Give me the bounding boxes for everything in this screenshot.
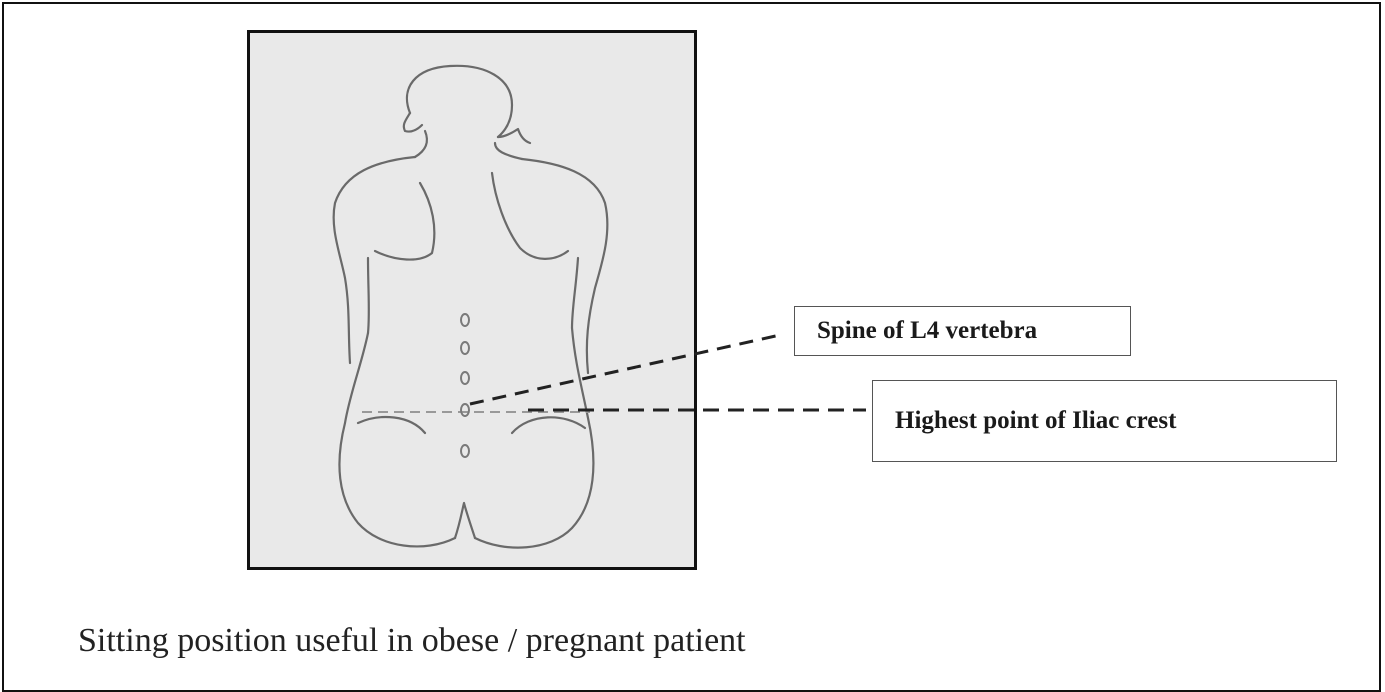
gluteal-cleft bbox=[455, 503, 475, 538]
head-outline bbox=[407, 66, 512, 137]
right-arm-inner bbox=[572, 258, 578, 328]
figure-caption: Sitting position useful in obese / pregn… bbox=[78, 622, 746, 660]
iliac-crest-label: Highest point of Iliac crest bbox=[872, 380, 1337, 462]
l4-spine-label: Spine of L4 vertebra bbox=[794, 306, 1131, 356]
vertebra-marker bbox=[461, 404, 469, 416]
vertebra-marker bbox=[461, 342, 469, 354]
neck-right bbox=[495, 143, 522, 159]
vertebra-marker bbox=[461, 372, 469, 384]
back-illustration bbox=[247, 30, 697, 570]
vertebra-marker bbox=[461, 445, 469, 457]
neck-left bbox=[415, 131, 427, 157]
right-scapula bbox=[492, 173, 568, 259]
hair-left bbox=[404, 113, 422, 132]
iliac-crest-label-text: Highest point of Iliac crest bbox=[895, 407, 1176, 435]
l4-spine-label-text: Spine of L4 vertebra bbox=[817, 317, 1037, 345]
right-flank bbox=[475, 328, 593, 548]
vertebra-marker bbox=[461, 314, 469, 326]
left-hip-curve bbox=[358, 417, 425, 433]
left-scapula bbox=[375, 183, 434, 260]
patient-back-drawing bbox=[250, 33, 694, 567]
right-hip-curve bbox=[512, 417, 585, 433]
right-shoulder bbox=[522, 159, 607, 373]
left-flank bbox=[339, 333, 455, 546]
left-arm-inner bbox=[368, 258, 369, 333]
